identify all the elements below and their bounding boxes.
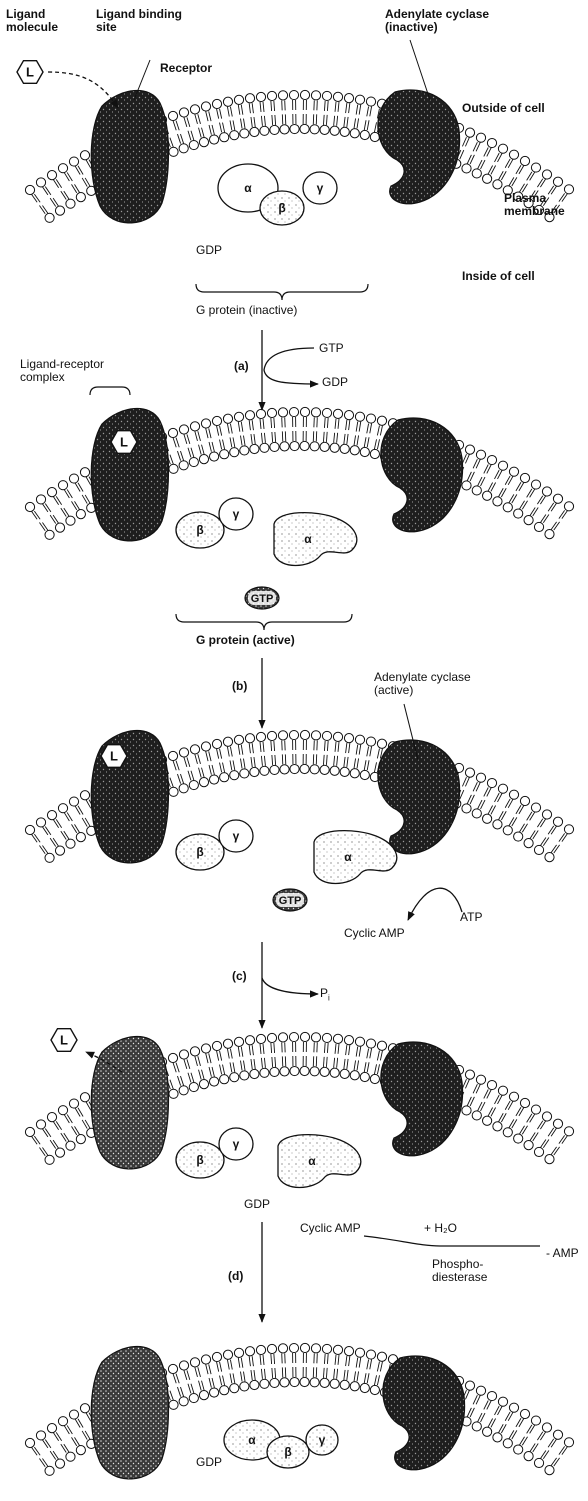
subunit-beta-panel-3-symbol: β [196,845,203,859]
label-g-protein-inactive: G protein (inactive) [196,304,297,317]
label-amp: - AMP [546,1247,579,1260]
label-ligand-molecule: Ligand molecule [6,8,58,34]
label-adenylate-cyclase-inactive: Adenylate cyclase (inactive) [385,8,489,34]
subunit-gamma-panel-3: γ [219,820,253,852]
subunit-alpha-panel-1-symbol: α [244,181,252,195]
subunit-beta-panel-4-symbol: β [196,1153,203,1167]
receptor-panel-3 [91,731,168,863]
receptor-panel-2 [91,409,168,541]
subunit-gamma-panel-1-symbol: γ [317,181,324,195]
subunit-gamma-panel-1: γ [303,172,337,204]
label-receptor: Receptor [160,62,212,75]
step-a-label: (a) [234,360,249,373]
adenylate-cyclase-panel-3 [378,740,460,854]
gtp-panel-3-text: GTP [279,895,302,907]
label-inside-of-cell: Inside of cell [462,270,535,283]
subunit-alpha-panel-3-symbol: α [344,850,352,864]
adenylate-cyclase-panel-5 [383,1356,465,1470]
subunit-beta-panel-5: β [267,1436,309,1468]
step-c-label: (c) [232,970,247,983]
receptor-panel-1 [91,91,168,223]
label-gdp-pi: GDP [244,1198,270,1211]
gtp-panel-2: GTP [245,587,279,609]
ligand-panel-4-letter: L [60,1033,68,1048]
label-adenylate-cyclase-active: Adenylate cyclase (active) [374,671,471,697]
subunit-alpha-panel-4: α [278,1135,361,1188]
subunit-gamma-panel-3-symbol: γ [233,829,240,843]
line-cyclic-amp-hydrolysis [364,1236,540,1246]
brace-g-protein-active [176,614,352,630]
label-g-protein-active: G protein (active) [196,634,295,647]
subunit-gamma-panel-4-symbol: γ [233,1137,240,1151]
label-gdp-1: GDP [196,244,222,257]
subunit-beta-panel-4: β [176,1142,224,1178]
subunit-beta-panel-2-symbol: β [196,523,203,537]
subunit-alpha-panel-2: α [274,513,357,566]
label-outside-of-cell: Outside of cell [462,102,545,115]
subunit-alpha-panel-3: α [314,831,397,884]
ligand-panel-3-letter: L [110,749,118,764]
receptor-panel-4 [91,1037,168,1169]
arrow-pi-release [262,978,318,994]
ligand-panel-4: L [51,1029,77,1052]
label-cyclic-amp-2: Cyclic AMP [300,1222,361,1235]
ligand-panel-2: L [111,431,137,454]
step-b-label: (b) [232,680,247,693]
ligand-panel-1: L [17,61,43,84]
subunit-gamma-panel-2: γ [219,498,253,530]
label-cyclic-amp-1: Cyclic AMP [344,927,405,940]
label-ligand-binding-site: Ligand binding site [96,8,182,34]
gtp-panel-2-text: GTP [251,593,274,605]
label-phosphodiesterase: Phospho- diesterase [432,1258,487,1284]
subunit-beta-panel-1-symbol: β [278,201,285,215]
step-a-gdp: GDP [322,376,348,389]
receptor-panel-5 [91,1347,168,1479]
subunit-beta-panel-2: β [176,512,224,548]
adenylate-cyclase-panel-4 [381,1042,463,1156]
subunit-gamma-panel-5: γ [306,1425,338,1455]
label-ligand-receptor-complex: Ligand-receptor complex [20,358,104,384]
label-atp: ATP [460,911,482,924]
label-gdp-5: GDP [196,1456,222,1469]
ligand-panel-3: L [101,745,127,768]
subunit-gamma-panel-4: γ [219,1128,253,1160]
subunit-beta-panel-5-symbol: β [284,1445,291,1459]
step-a-gtp: GTP [319,342,344,355]
brace-ligand-receptor-complex [90,387,130,395]
subunit-beta-panel-1: β [260,191,304,225]
subunit-alpha-panel-2-symbol: α [304,532,312,546]
arrow-gtp-gdp-exchange [264,348,318,384]
ligand-panel-1-letter: L [26,65,34,80]
brace-g-protein-inactive [196,284,368,300]
subunit-alpha-panel-5-symbol: α [248,1433,256,1447]
subunit-gamma-panel-5-symbol: γ [319,1433,326,1447]
adenylate-cyclase-panel-2 [381,418,463,532]
subunit-alpha-panel-4-symbol: α [308,1154,316,1168]
gtp-panel-3: GTP [273,889,307,911]
label-water: + H₂O [424,1222,457,1235]
arrow-atp-to-cyclic-amp [408,888,462,920]
label-plasma-membrane: Plasma membrane [504,192,565,218]
step-c-pi: Pi [320,987,330,1004]
adenylate-cyclase-panel-1 [378,90,460,204]
subunit-gamma-panel-2-symbol: γ [233,507,240,521]
step-d-label: (d) [228,1270,243,1283]
subunit-beta-panel-3: β [176,834,224,870]
ligand-panel-2-letter: L [120,435,128,450]
